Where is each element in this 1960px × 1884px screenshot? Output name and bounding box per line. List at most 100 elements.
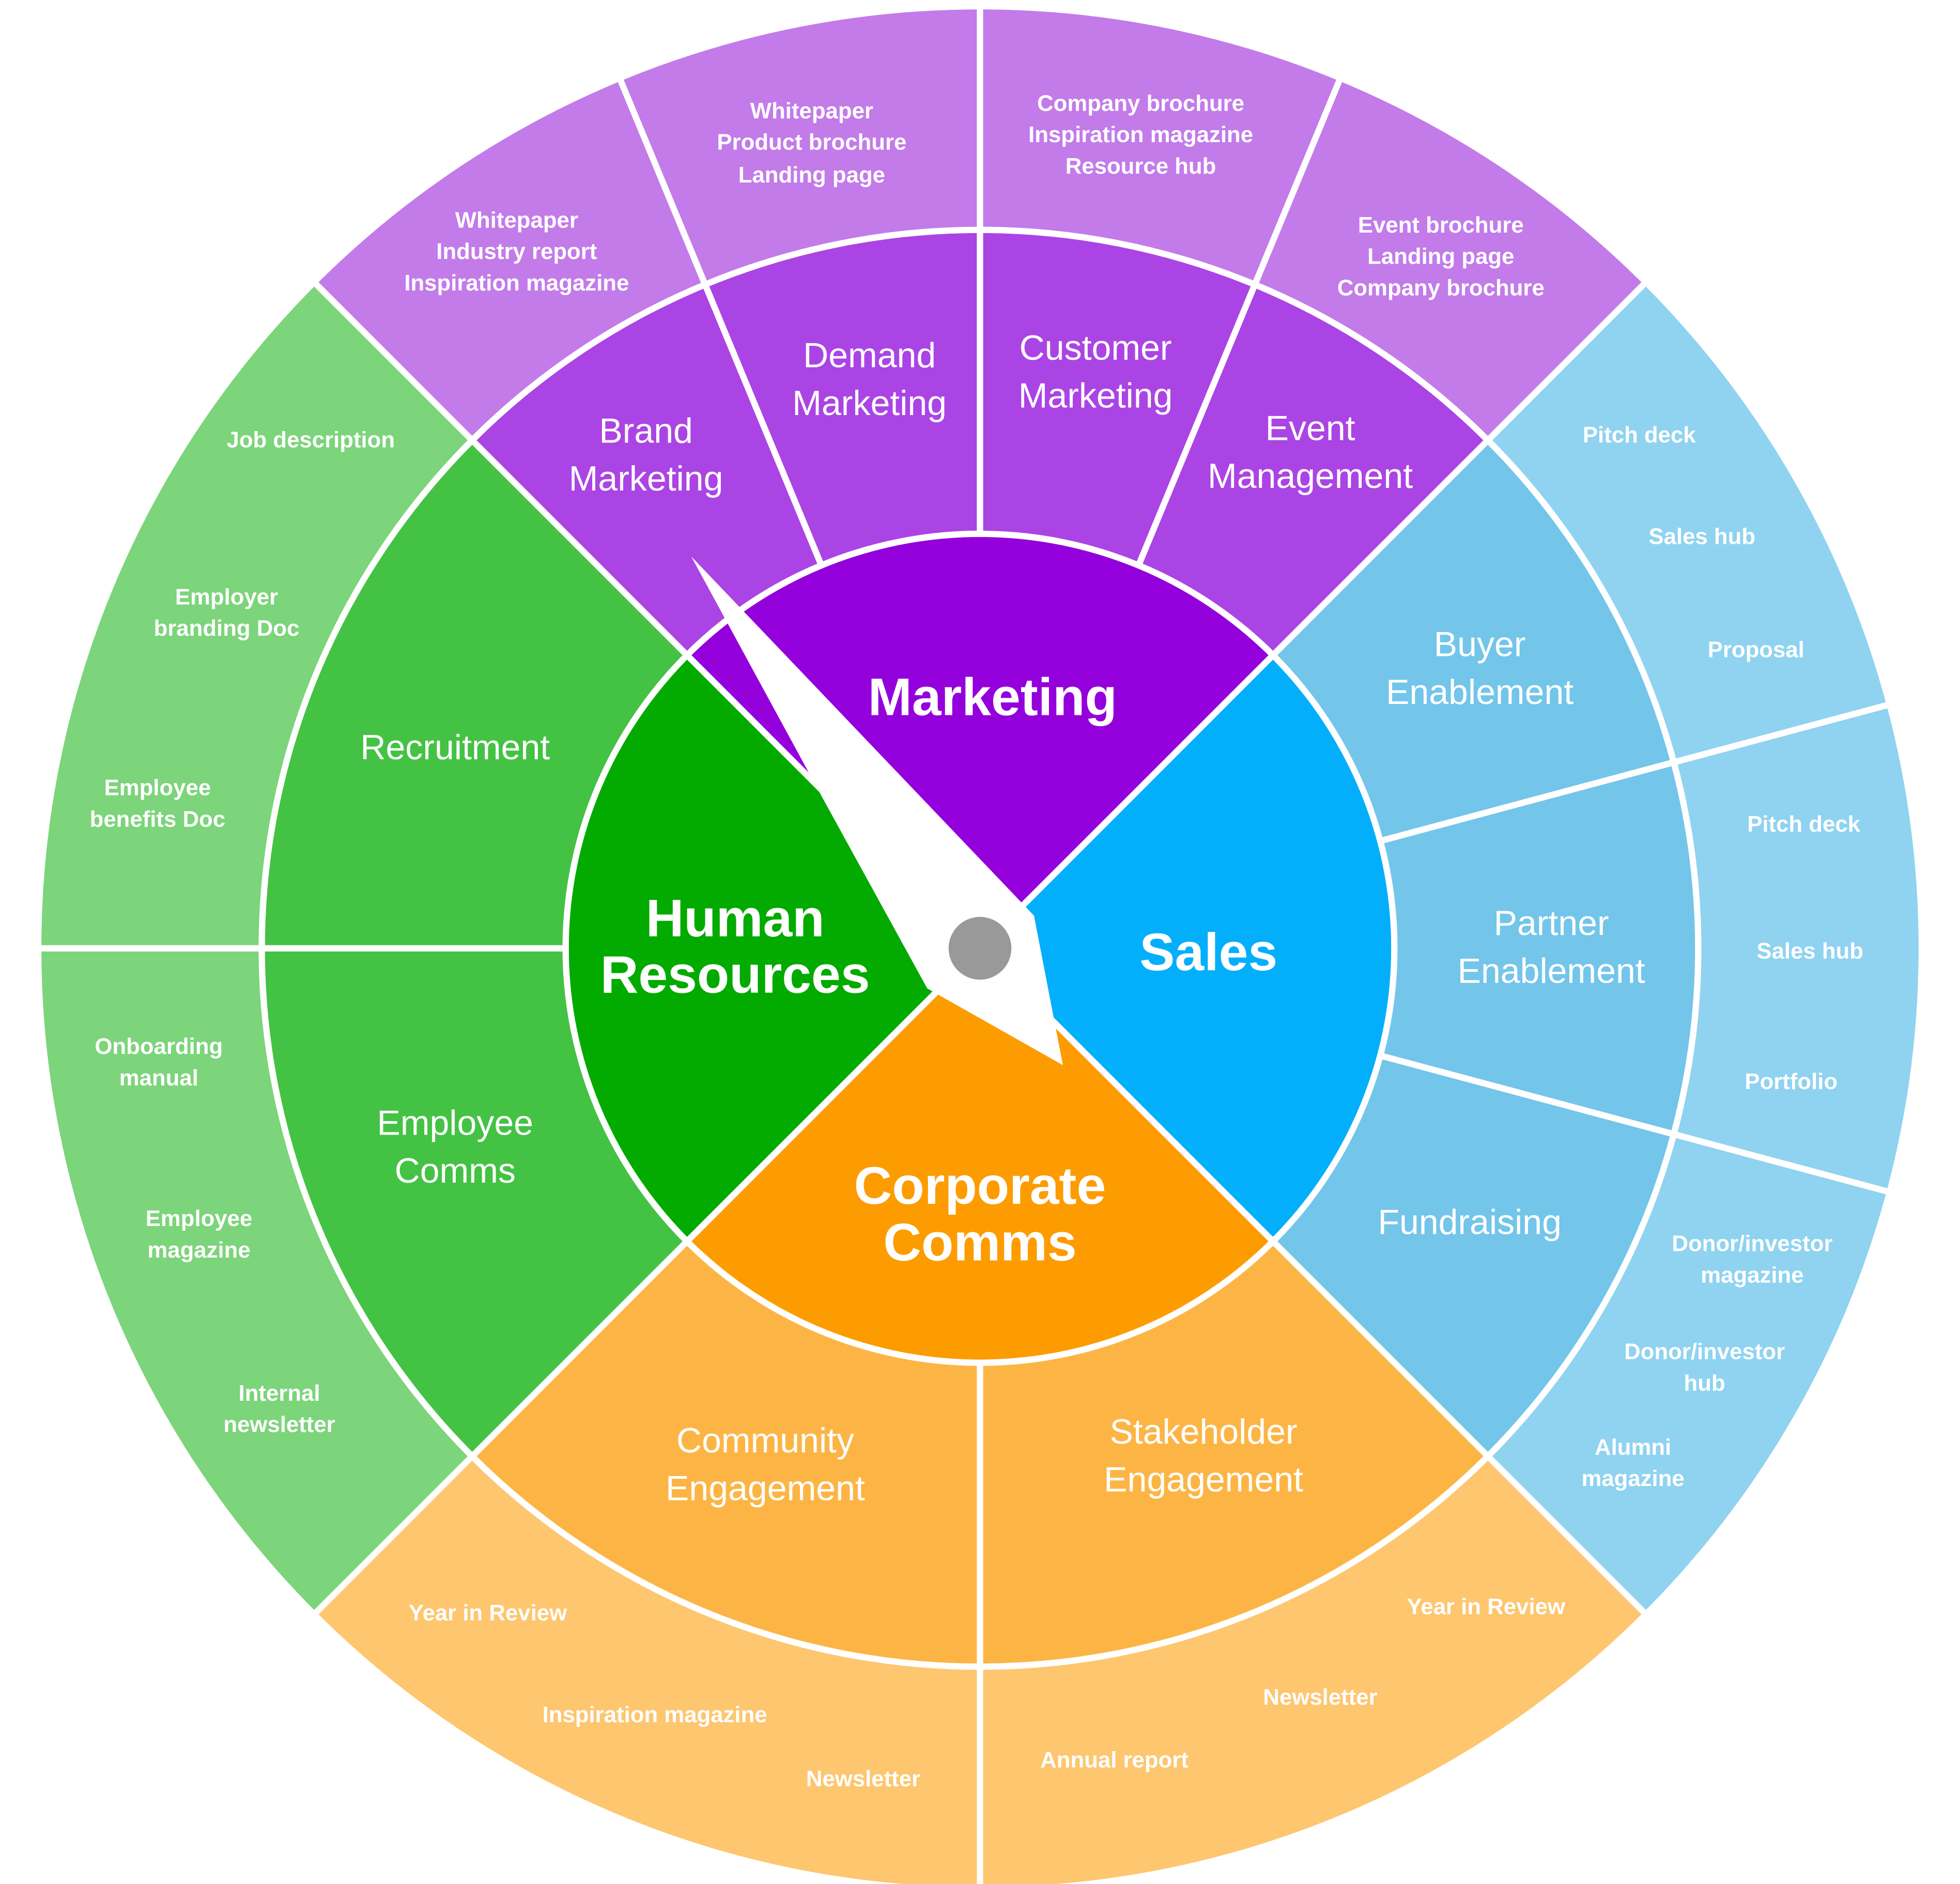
subcategory-label-line: Employee <box>377 1103 533 1142</box>
subcategory-label-line: Stakeholder <box>1110 1412 1298 1451</box>
content-item-label-line: manual <box>119 1065 198 1090</box>
content-item-label-line: Newsletter <box>806 1766 920 1791</box>
subcategory-label-line: Marketing <box>569 459 723 498</box>
subcategory-label-line: Enablement <box>1458 951 1645 990</box>
content-item-label: Pitch deck <box>1583 422 1696 447</box>
content-item-label-line: Inspiration magazine <box>404 270 629 295</box>
content-item-label: Whitepaper <box>455 207 578 233</box>
subcategory-label-line: Brand <box>599 411 693 450</box>
content-items-segment <box>310 73 709 445</box>
content-items-segment <box>35 945 477 1619</box>
content-item-label: Donor/investor hub <box>1624 1339 1785 1396</box>
content-items-segment <box>977 3 1345 289</box>
content-item-label-line: Inspiration magazine <box>543 1702 767 1727</box>
needle-hub-icon <box>948 916 1012 980</box>
content-item-label-line: Newsletter <box>1263 1684 1377 1709</box>
category-label-line: Human <box>646 889 825 947</box>
subcategory-label-line: Buyer <box>1434 625 1526 664</box>
category-label-line: Comms <box>883 1213 1076 1272</box>
subcategory-label-line: Recruitment <box>360 728 550 767</box>
subcategory-label-line: Customer <box>1020 328 1172 367</box>
content-item-label-line: Alumni <box>1595 1434 1671 1460</box>
content-item-label-line: benefits Doc <box>90 806 225 832</box>
subcategory-label-line: Engagement <box>1104 1460 1303 1499</box>
content-item-label-line: Pitch deck <box>1747 811 1860 837</box>
content-item-label-line: Year in Review <box>409 1600 567 1626</box>
subcategory-label-line: Fundraising <box>1378 1202 1561 1242</box>
category-label: Sales <box>1139 923 1277 982</box>
content-item-label-line: Sales hub <box>1756 938 1863 963</box>
content-item-label: Newsletter <box>806 1766 920 1791</box>
subcategory-label: Recruitment <box>360 728 550 767</box>
content-item-label-line: Internal <box>239 1380 320 1405</box>
content-item-label: Employee benefits Doc <box>90 775 225 832</box>
content-item-label: Company brochure <box>1337 275 1545 300</box>
category-label: Marketing <box>868 668 1117 727</box>
content-item-label-line: Company brochure <box>1337 275 1545 300</box>
content-item-label-line: branding Doc <box>154 616 300 641</box>
content-item-label-line: Landing page <box>738 162 885 187</box>
content-item-label: Inspiration magazine <box>1028 122 1253 147</box>
subcategory-label-line: Comms <box>395 1151 516 1190</box>
subcategory-label-line: Partner <box>1494 903 1609 943</box>
subcategory-label: Fundraising <box>1378 1202 1561 1242</box>
content-items-segment <box>1670 700 1925 1196</box>
content-item-label: Landing page <box>1367 243 1514 269</box>
content-item-label-line: Industry report <box>436 239 597 264</box>
content-items-segment <box>615 3 983 289</box>
content-item-label-line: Company brochure <box>1037 90 1244 116</box>
content-item-label: Job description <box>226 427 395 452</box>
content-item-label: Event brochure <box>1358 212 1524 237</box>
content-item-label-line: Employee <box>146 1206 253 1231</box>
content-item-label-line: Pitch deck <box>1583 422 1696 447</box>
content-item-label-line: Resource hub <box>1066 153 1216 178</box>
content-item-label-line: Event brochure <box>1358 212 1524 237</box>
content-item-label: Landing page <box>738 162 885 187</box>
content-item-label-line: Product brochure <box>717 129 906 155</box>
content-items-segment <box>1483 278 1894 767</box>
category-label-line: Corporate <box>854 1156 1106 1215</box>
content-item-label-line: Employee <box>104 775 211 800</box>
content-item-label-line: Donor/investor <box>1624 1339 1785 1364</box>
subcategory-label-line: Marketing <box>1018 376 1173 415</box>
content-items-segment <box>977 1451 1650 1884</box>
subcategory-label-line: Demand <box>803 336 936 375</box>
content-item-label-line: Sales hub <box>1648 524 1755 549</box>
content-item-label-line: Year in Review <box>1407 1594 1566 1619</box>
content-item-label-line: magazine <box>1701 1262 1803 1288</box>
subcategory-label-line: Community <box>676 1421 854 1460</box>
subcategory-label-line: Management <box>1208 456 1413 496</box>
content-item-label-line: Inspiration magazine <box>1028 122 1253 147</box>
content-item-label-line: Landing page <box>1367 243 1514 269</box>
content-item-label: Resource hub <box>1066 153 1216 178</box>
content-item-label-line: Whitepaper <box>455 207 578 233</box>
content-item-label-line: hub <box>1684 1370 1725 1396</box>
content-item-label: Pitch deck <box>1747 811 1860 837</box>
subcategory-label-line: Enablement <box>1386 672 1573 712</box>
content-items-segment <box>1483 1130 1894 1619</box>
content-item-label: Year in Review <box>1407 1594 1566 1619</box>
category-label-line: Resources <box>600 945 870 1004</box>
content-item-label-line: Annual report <box>1040 1747 1189 1772</box>
category-label-line: Sales <box>1139 923 1277 982</box>
category-label-line: Marketing <box>868 668 1117 727</box>
content-item-label: Annual report <box>1040 1747 1189 1772</box>
content-items-segment <box>310 1451 983 1884</box>
